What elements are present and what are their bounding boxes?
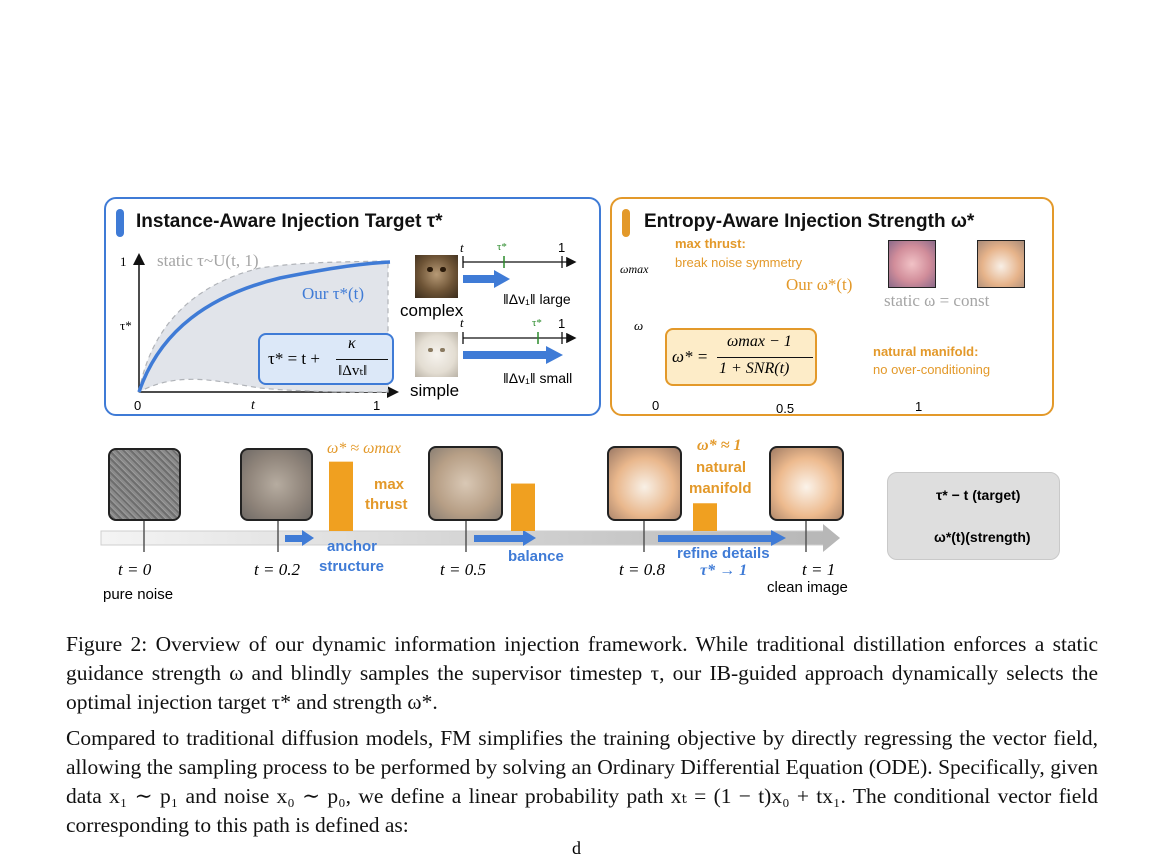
figure-caption: Figure 2: Overview of our dynamic inform… (66, 632, 1098, 714)
noisy-image-t02 (240, 448, 313, 521)
panel-accent-bar (622, 209, 630, 237)
y-tick-tau: τ* (120, 318, 132, 333)
static-omega-label: static ω = const (884, 291, 990, 310)
strength-bar (511, 483, 535, 531)
timeline-legend: τ* − t (target) ω*(t)(strength) (887, 472, 1060, 560)
mini-one-2: 1 (558, 316, 566, 331)
t-label-08: t = 0.8 (619, 560, 665, 579)
omega-formula-box: ω* = ωmax − 1 1 + SNR(t) (665, 328, 817, 386)
t-sub-1: clean image (767, 579, 848, 596)
rx-tick-05: 0.5 (776, 401, 795, 416)
tau-curve (137, 260, 391, 393)
arrow-label-2: balance (508, 548, 564, 565)
clean-cat-image (977, 240, 1025, 288)
x-tick-1: 1 (373, 398, 381, 413)
bar-top-label-1: ω* ≈ ωmax (327, 440, 402, 457)
omega-formula-num: ωmax − 1 (727, 333, 792, 350)
natural-manifold-label: natural manifold: (873, 344, 979, 359)
mini-t-1: t (460, 240, 464, 255)
simple-label: simple (410, 381, 460, 400)
arrow-label-3a: refine details (677, 545, 770, 562)
equation-fragment: d (572, 838, 581, 858)
break-symmetry-label: break noise symmetry (675, 255, 803, 270)
arrow-label-1b: structure (319, 558, 385, 575)
no-overcond-label: no over-conditioning (873, 362, 991, 377)
y-tick-1: 1 (120, 254, 127, 269)
omega-formula-den: 1 + SNR(t) (719, 360, 790, 377)
legend-target-label: τ* − t (target) (936, 487, 1021, 503)
bar-top-label-3: ω* ≈ 1 (697, 437, 742, 454)
y-tick-omega-max: ωmax (620, 262, 649, 276)
complex-mini-axis (462, 256, 577, 288)
legend-strength-label: ω*(t)(strength) (934, 529, 1031, 545)
bar-label-3b: manifold (689, 480, 752, 497)
mini-tau-2: τ* (532, 317, 542, 329)
left-panel-title: Instance-Aware Injection Target τ* (136, 211, 443, 232)
mini-t-2: t (460, 315, 464, 330)
mini-tau-1: τ* (497, 241, 507, 253)
arrow-label-1a: anchor (327, 538, 378, 555)
clean-image-t1 (769, 446, 844, 521)
complex-label: complex (400, 301, 464, 320)
simple-cat-image (415, 332, 458, 377)
omega-curve-label: Our ω*(t) (786, 275, 853, 294)
right-panel-title: Entropy-Aware Injection Strength ω* (644, 211, 975, 232)
body-paragraph: Compared to traditional diffusion models… (66, 726, 1098, 837)
t-label-0: t = 0 (118, 560, 152, 579)
strength-bar (329, 461, 353, 531)
tau-curve-label: Our τ*(t) (302, 284, 365, 303)
tau-formula-lhs: τ* = t + (268, 349, 320, 368)
t-label-05: t = 0.5 (440, 560, 486, 579)
static-tau-label: static τ~U(t, 1) (157, 251, 259, 270)
noisy-image-t05 (428, 446, 503, 521)
tau-formula-den: ‖Δvₜ‖ (338, 363, 368, 379)
fraction-bar (336, 359, 388, 360)
image-t08 (607, 446, 682, 521)
t-label-1: t = 1 (802, 560, 836, 579)
simple-mini-axis (462, 332, 577, 364)
fraction-bar (717, 357, 813, 358)
max-thrust-label: max thrust: (675, 236, 746, 251)
noisy-cat-image (888, 240, 936, 288)
omega-formula-lhs: ω* = (672, 347, 709, 366)
arrow-label-3b: τ* → 1 (700, 562, 748, 579)
strength-bars (329, 461, 717, 531)
mini-one-1: 1 (558, 240, 566, 255)
strength-bar (693, 503, 717, 531)
large-label: ‖Δv₁‖ large (503, 291, 571, 307)
y-tick-omega: ω (634, 318, 644, 333)
bar-label-3a: natural (696, 459, 747, 476)
tau-formula-box: τ* = t + κ ‖Δvₜ‖ (258, 333, 394, 385)
x-tick-t: t (251, 398, 255, 413)
rx-tick-1: 1 (915, 399, 923, 414)
bar-label-1a: max (374, 476, 405, 493)
bar-label-1b: thrust (365, 496, 408, 513)
pure-noise-image (108, 448, 181, 521)
complex-cat-image (415, 255, 458, 298)
rx-tick-0: 0 (652, 398, 660, 413)
t-sub-0: pure noise (103, 586, 174, 603)
panel-accent-bar (116, 209, 124, 237)
tau-formula-num: κ (348, 335, 356, 352)
t-label-02: t = 0.2 (254, 560, 300, 579)
small-label: ‖Δv₁‖ small (503, 370, 573, 386)
main-timeline (100, 521, 840, 552)
x-tick-0: 0 (134, 398, 142, 413)
